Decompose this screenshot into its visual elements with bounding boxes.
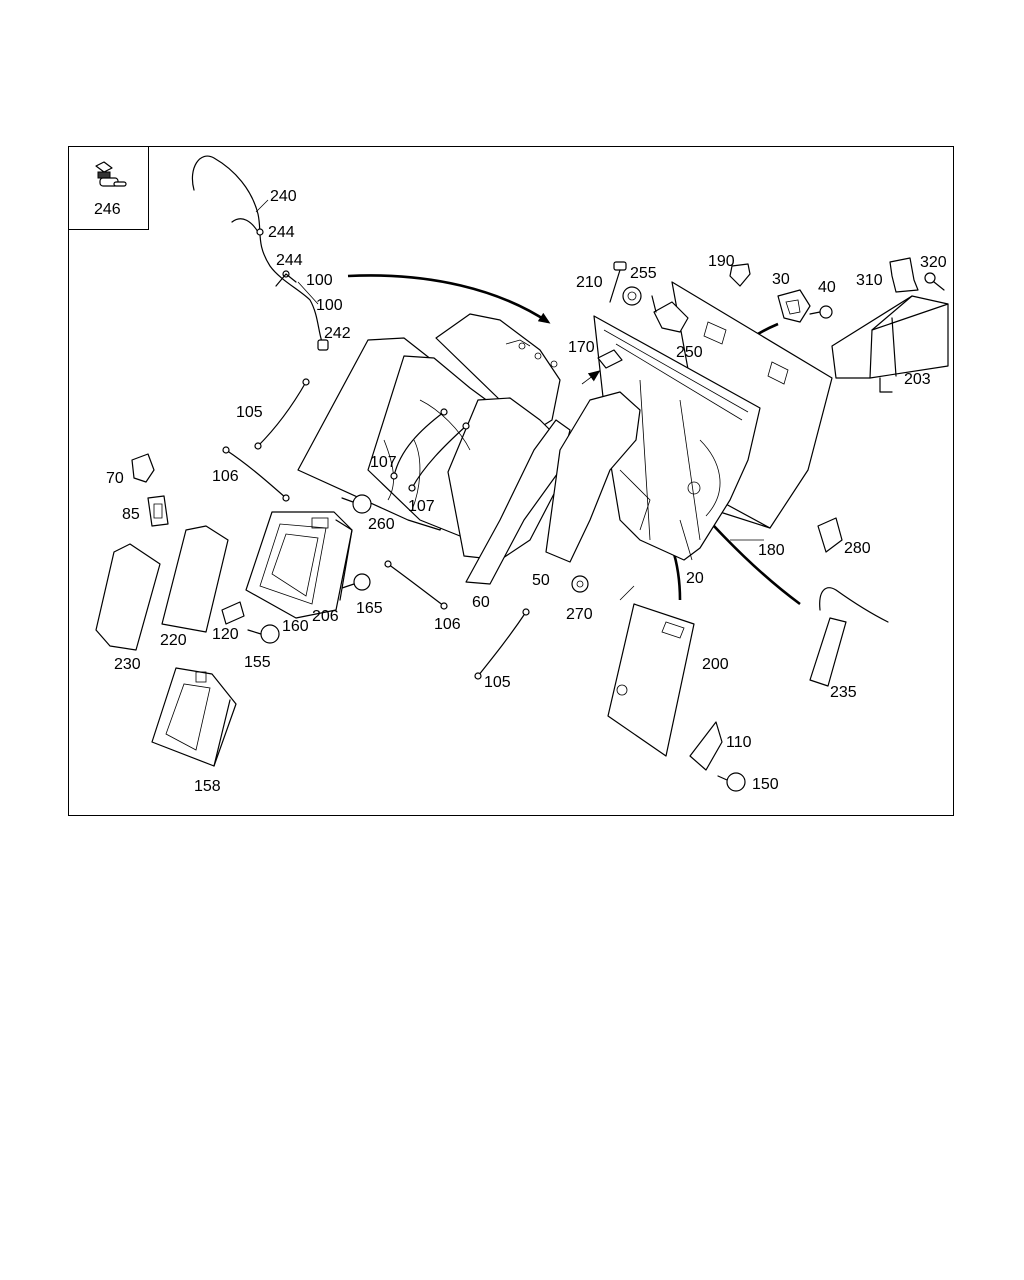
callout-110: 110: [726, 734, 752, 751]
callout-106-a: 106: [212, 468, 239, 485]
callout-320: 320: [920, 254, 947, 271]
clip-85-part: [147, 495, 169, 527]
wire-106-upper-part: [222, 446, 290, 502]
callout-203: 203: [904, 371, 931, 388]
screw-40-part: [809, 305, 833, 319]
inset-box: [68, 146, 149, 230]
callout-210: 210: [576, 274, 603, 291]
nut-270-part: [571, 575, 589, 593]
callout-70: 70: [106, 470, 124, 487]
callout-260: 260: [368, 516, 395, 533]
wire-107-part: [390, 408, 470, 492]
callout-280: 280: [844, 540, 871, 557]
callout-270: 270: [566, 606, 593, 623]
callout-180: 180: [758, 542, 785, 559]
callout-105-a: 105: [236, 404, 263, 421]
callout-230: 230: [114, 656, 141, 673]
bracket-30-part: [777, 289, 811, 323]
callout-107-b: 107: [408, 498, 435, 515]
callout-50: 50: [532, 572, 550, 589]
callout-206: 206: [312, 608, 339, 625]
callout-105-b: 105: [484, 674, 511, 691]
bolt-255-part: [622, 286, 642, 306]
wire-105-upper-part: [254, 378, 310, 450]
callout-60: 60: [472, 594, 490, 611]
wire-harness-part: [191, 155, 329, 351]
callout-200: 200: [702, 656, 729, 673]
callout-235: 235: [830, 684, 857, 701]
callout-255: 255: [630, 265, 657, 282]
callout-30: 30: [772, 271, 790, 288]
callout-40: 40: [818, 279, 836, 296]
seat-frame-part: [593, 315, 761, 561]
callout-190: 190: [708, 253, 735, 270]
callout-150: 150: [752, 776, 779, 793]
pin-320-part: [924, 272, 945, 291]
callout-158: 158: [194, 778, 221, 795]
bracket-170-part: [597, 349, 623, 369]
clip-70-part: [131, 453, 155, 483]
screw-155-part: [247, 624, 280, 644]
pad-220-part: [161, 525, 229, 633]
callout-170: 170: [568, 339, 595, 356]
callout-242: 242: [324, 325, 351, 342]
inset-pin-part: [95, 161, 127, 187]
seat-cushions-part: [297, 313, 641, 585]
callout-100-a: 100: [306, 272, 333, 289]
callout-244-a: 244: [268, 224, 295, 241]
callout-310: 310: [856, 272, 883, 289]
pad-230-part: [95, 543, 161, 651]
module-160-206-part: [245, 511, 353, 619]
callout-160: 160: [282, 618, 309, 635]
inset-label: 246: [94, 201, 121, 218]
actuator-235-part: [809, 587, 889, 687]
callout-107-a: 107: [370, 454, 397, 471]
callout-240: 240: [270, 188, 297, 205]
wire-106-lower-part: [384, 560, 448, 610]
bolt-210-part: [609, 261, 627, 303]
callout-20: 20: [686, 570, 704, 587]
box-203-part: [831, 295, 949, 393]
latch-250-part: [651, 295, 689, 333]
callout-244-b: 244: [276, 252, 303, 269]
leader-lines: [255, 199, 764, 601]
screw-165-part: [341, 573, 371, 591]
screw-260-part: [341, 494, 372, 514]
cover-200-part: [607, 603, 695, 757]
clip-190-part: [729, 263, 751, 287]
bracket-120-part: [221, 601, 245, 625]
clip-280-part: [817, 517, 843, 553]
frame-158-part: [151, 667, 237, 767]
callout-165: 165: [356, 600, 383, 617]
callout-250: 250: [676, 344, 703, 361]
callout-100-b: 100: [316, 297, 343, 314]
screw-150-part: [717, 772, 746, 792]
bracket-110-part: [689, 721, 723, 771]
callout-labels: 246 240 244 244 100 100 242 210 255 190 …: [94, 188, 947, 795]
callout-85: 85: [122, 506, 140, 523]
callout-155: 155: [244, 654, 271, 671]
clip-310-part: [889, 257, 919, 293]
callout-220: 220: [160, 632, 187, 649]
callout-120: 120: [212, 626, 239, 643]
callout-106-b: 106: [434, 616, 461, 633]
wire-105-lower-part: [474, 608, 530, 680]
